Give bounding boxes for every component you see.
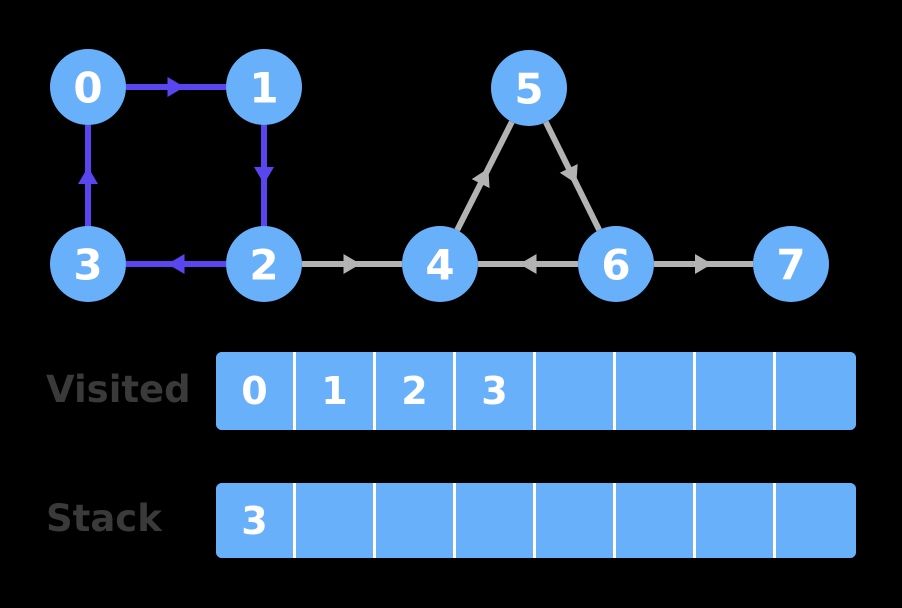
node-label: 4 <box>425 241 454 290</box>
node-label: 3 <box>73 241 102 290</box>
graph-node-4[interactable]: 4 <box>402 226 478 302</box>
graph-node-0[interactable]: 0 <box>50 49 126 125</box>
node-label: 6 <box>601 241 630 290</box>
node-circle[interactable] <box>50 226 126 302</box>
edge-arrowhead <box>559 163 578 184</box>
visited-cell-0[interactable]: 0 <box>216 352 296 430</box>
stack-cell-7[interactable] <box>776 483 856 558</box>
visited-cell-4[interactable] <box>536 352 616 430</box>
edge-arrowhead <box>519 254 537 274</box>
node-label: 2 <box>249 241 278 290</box>
graph-svg: 0 1 2 3 4 5 6 7 <box>50 49 829 302</box>
node-label: 5 <box>514 65 543 114</box>
stack-array: Stack 3 <box>46 483 856 558</box>
graph-edge-6-4 <box>478 254 578 274</box>
edge-arrowhead <box>471 168 490 189</box>
stack-cell-4[interactable] <box>536 483 616 558</box>
edge-arrowhead <box>78 167 98 184</box>
edge-arrowhead <box>254 167 274 184</box>
visited-label: Visited <box>46 368 191 411</box>
visited-cell-5[interactable] <box>616 352 696 430</box>
graph-edge-4-5 <box>454 120 515 232</box>
stack-label: Stack <box>46 497 162 540</box>
stack-cell-2[interactable] <box>376 483 456 558</box>
graph-node-5[interactable]: 5 <box>491 50 567 126</box>
edge-arrowhead <box>167 254 185 274</box>
graph-edge-5-6 <box>543 120 602 232</box>
stack-cell-6[interactable] <box>696 483 776 558</box>
stack-cell-5[interactable] <box>616 483 696 558</box>
node-label: 7 <box>776 241 805 290</box>
node-circle[interactable] <box>226 49 302 125</box>
node-circle[interactable] <box>402 226 478 302</box>
graph-node-6[interactable]: 6 <box>578 226 654 302</box>
graph-node-3[interactable]: 3 <box>50 226 126 302</box>
edge-layer <box>78 77 753 274</box>
graph-edge-0-1 <box>126 77 226 97</box>
node-label: 0 <box>73 64 102 113</box>
edge-arrowhead <box>343 254 361 274</box>
node-circle[interactable] <box>226 226 302 302</box>
graph-edge-1-2 <box>254 125 274 226</box>
graph-canvas: 0 1 2 3 4 5 6 7 <box>50 49 829 302</box>
node-layer: 0 1 2 3 4 5 6 7 <box>50 49 829 302</box>
stack-cells: 3 <box>216 483 856 558</box>
stack-cell-3[interactable] <box>456 483 536 558</box>
graph-edge-2-4 <box>302 254 402 274</box>
node-circle[interactable] <box>491 50 567 126</box>
node-circle[interactable] <box>753 226 829 302</box>
graph-node-2[interactable]: 2 <box>226 226 302 302</box>
stack-cell-0[interactable]: 3 <box>216 483 296 558</box>
node-circle[interactable] <box>50 49 126 125</box>
graph-edge-3-0 <box>78 125 98 226</box>
node-label: 1 <box>249 64 278 113</box>
visited-cell-2[interactable]: 2 <box>376 352 456 430</box>
node-circle[interactable] <box>578 226 654 302</box>
visited-cell-6[interactable] <box>696 352 776 430</box>
visited-cell-3[interactable]: 3 <box>456 352 536 430</box>
graph-node-7[interactable]: 7 <box>753 226 829 302</box>
graph-edge-6-7 <box>654 254 753 274</box>
edge-arrowhead <box>167 77 185 97</box>
graph-edge-2-3 <box>126 254 226 274</box>
edge-arrowhead <box>695 254 712 274</box>
visited-cell-7[interactable] <box>776 352 856 430</box>
graph-node-1[interactable]: 1 <box>226 49 302 125</box>
visited-cell-1[interactable]: 1 <box>296 352 376 430</box>
stack-cell-1[interactable] <box>296 483 376 558</box>
